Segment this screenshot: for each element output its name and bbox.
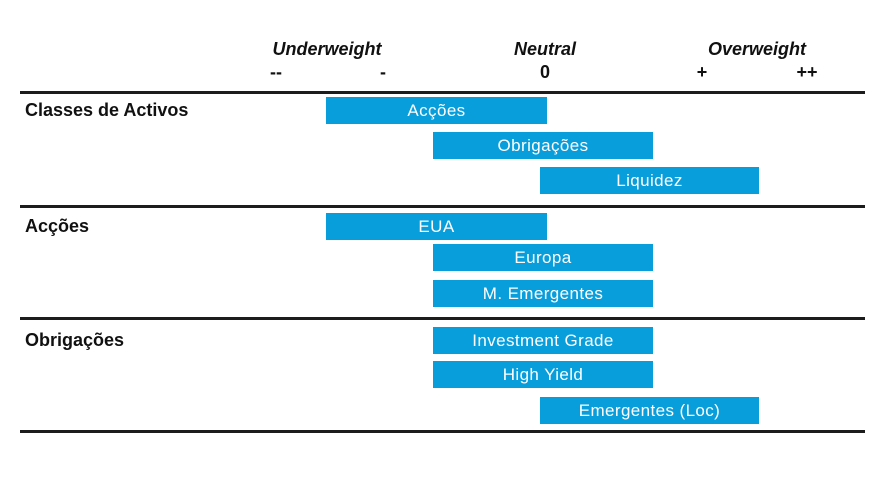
tick-double-plus: ++ <box>796 62 818 82</box>
tick-minus: - <box>380 62 386 82</box>
bar-liquidez: Liquidez <box>540 167 759 194</box>
section-label-accoes: Acções <box>25 216 90 236</box>
section-label-classes-de-activos: Classes de Activos <box>25 100 189 120</box>
divider-section-2 <box>20 205 865 208</box>
bar-accoes: Acções <box>326 97 547 124</box>
section-label-obrigacoes: Obrigações <box>25 330 125 350</box>
zone-label-neutral: Neutral <box>513 39 577 59</box>
bar-m-emergentes: M. Emergentes <box>433 280 653 307</box>
divider-bottom <box>20 430 865 433</box>
zone-label-underweight: Underweight <box>272 39 382 59</box>
bar-europa: Europa <box>433 244 653 271</box>
tick-plus: + <box>696 62 708 82</box>
divider-top <box>20 91 865 94</box>
bar-high-yield: High Yield <box>433 361 653 388</box>
bar-emergentes-loc: Emergentes (Loc) <box>540 397 759 424</box>
zone-label-overweight: Overweight <box>707 39 807 59</box>
tick-double-minus: -- <box>270 62 282 82</box>
divider-section-3 <box>20 317 865 320</box>
tick-zero: 0 <box>539 62 551 82</box>
bar-investment-grade: Investment Grade <box>433 327 653 354</box>
bar-eua: EUA <box>326 213 547 240</box>
bar-obrigacoes: Obrigações <box>433 132 653 159</box>
